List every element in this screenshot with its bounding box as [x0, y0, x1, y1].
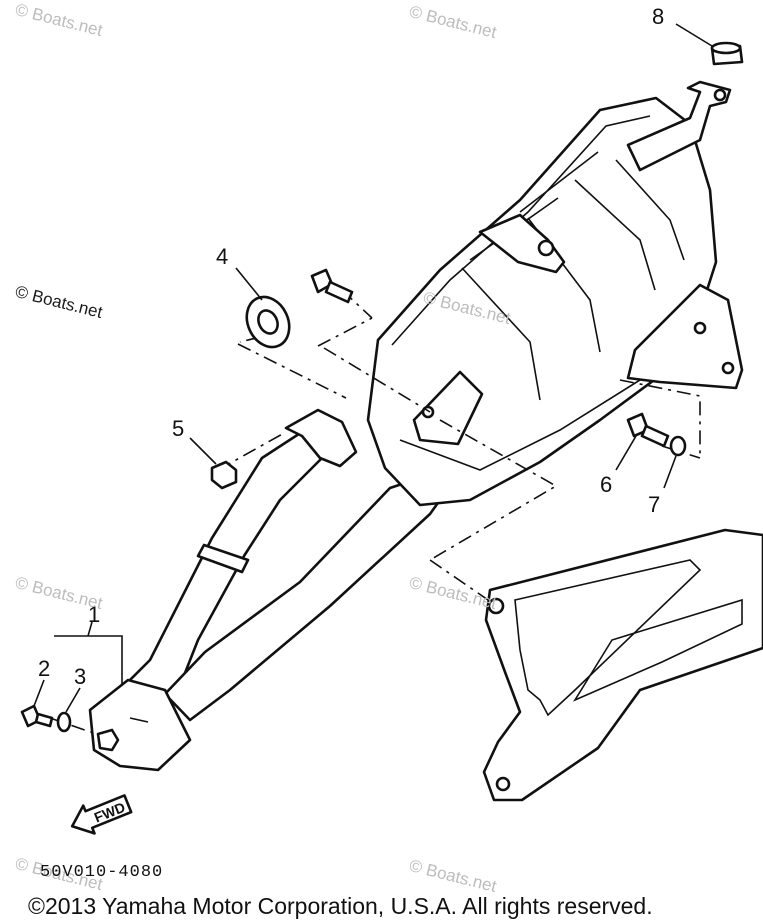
callout-8: 8	[652, 4, 664, 29]
callout-2: 2	[38, 656, 50, 681]
copyright-notice: ©2013 Yamaha Motor Corporation, U.S.A. A…	[28, 893, 653, 919]
callout-7: 7	[648, 492, 660, 517]
part-7-washer	[669, 435, 687, 457]
callout-3: 3	[74, 664, 86, 689]
assembly-leader-lines	[43, 289, 701, 739]
muffler-bracket	[482, 528, 763, 802]
diagram-part-number: 50V010-4080	[40, 863, 164, 882]
part-8-cap	[710, 41, 744, 66]
part-3-washer	[56, 711, 72, 733]
muffler	[366, 80, 744, 507]
part-6-bolt	[626, 412, 670, 448]
callout-leaders	[33, 23, 713, 713]
callout-4: 4	[216, 244, 228, 269]
part-4-gasket	[245, 295, 291, 349]
part-bolt-upper	[310, 268, 354, 304]
callout-6: 6	[600, 472, 612, 497]
callout-5: 5	[172, 416, 184, 441]
part-1-nut	[96, 728, 120, 752]
forward-arrow-icon: FWD	[70, 794, 133, 835]
part-2-bolt	[20, 704, 54, 728]
part-5-nut	[210, 460, 238, 490]
callout-1: 1	[88, 602, 100, 627]
